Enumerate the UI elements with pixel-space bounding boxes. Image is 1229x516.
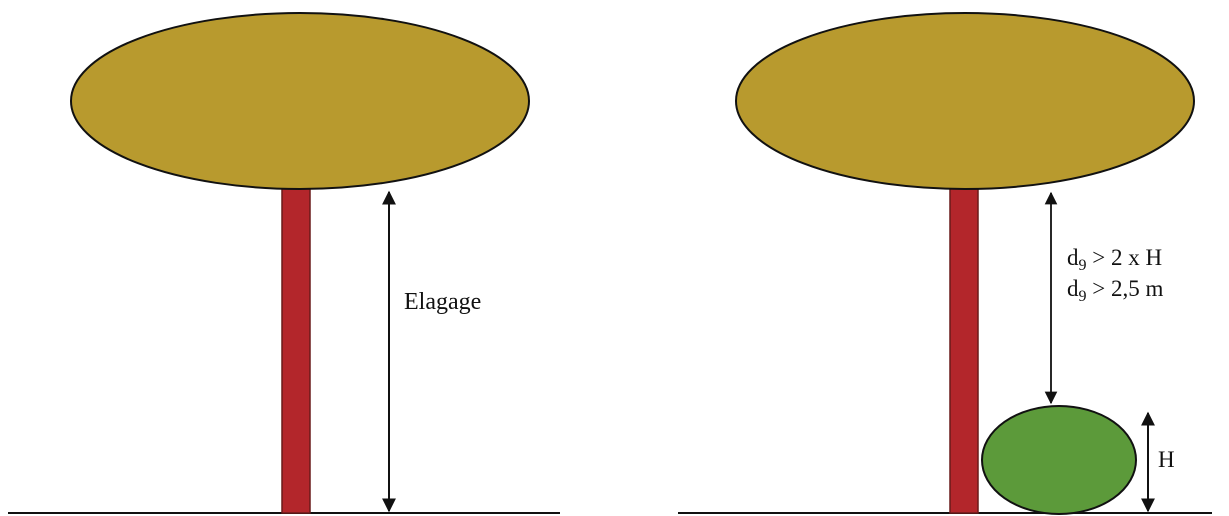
- elagage-label: Elagage: [404, 289, 481, 315]
- right-panel: H d9 > 2 x H d9 > 2,5 m: [678, 13, 1212, 514]
- clearance-rule-2: d9 > 2,5 m: [1067, 276, 1163, 305]
- right-tree-crown: [736, 13, 1194, 189]
- rule-1-subscript: 9: [1079, 257, 1087, 274]
- shrub: [982, 406, 1136, 514]
- clearance-rule-1: d9 > 2 x H: [1067, 245, 1162, 274]
- left-tree-crown: [71, 13, 529, 189]
- rule-2-subscript: 9: [1079, 288, 1087, 305]
- rule-1-symbol: d: [1067, 245, 1079, 270]
- rule-2-symbol: d: [1067, 276, 1079, 301]
- shrub-height-label: H: [1158, 447, 1175, 472]
- rule-1-relation: > 2 x H: [1087, 245, 1163, 270]
- left-panel: Elagage: [8, 13, 560, 513]
- left-tree-trunk: [282, 184, 310, 513]
- right-tree-trunk: [950, 184, 978, 513]
- rule-2-relation: > 2,5 m: [1087, 276, 1164, 301]
